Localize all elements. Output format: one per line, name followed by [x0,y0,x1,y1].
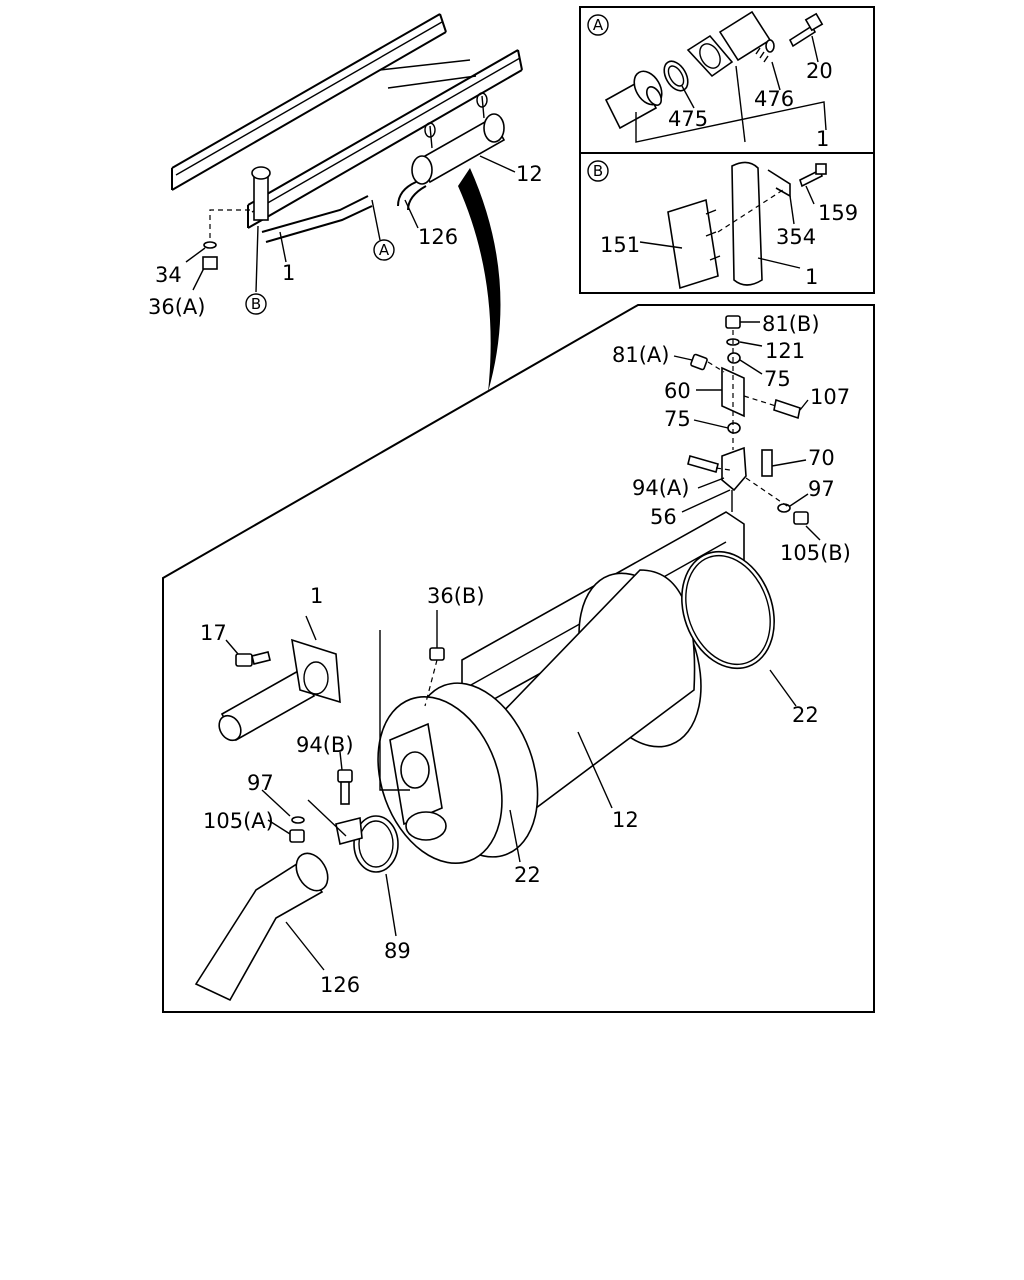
inset-b-drawing [639,161,827,290]
label-60: 60 [664,379,691,403]
callout-b-circle-inset [587,160,609,182]
label-89: 89 [384,939,411,963]
label-22-right: 22 [792,703,819,727]
label-inset-a-476: 476 [754,87,794,111]
label-75-upper: 75 [764,367,791,391]
label-75-lower: 75 [664,407,691,431]
label-17: 17 [200,621,227,645]
label-94b: 94(B) [296,733,354,757]
label-107: 107 [810,385,850,409]
label-22-lower: 22 [514,863,541,887]
inset-b-frame [579,152,875,294]
label-overview-12: 12 [516,162,543,186]
callout-b-overview: B [251,295,261,313]
label-105a: 105(A) [203,809,274,833]
detail-frame [162,304,875,1013]
label-overview-126: 126 [418,225,458,249]
label-81b: 81(B) [762,312,820,336]
label-overview-1: 1 [282,261,295,285]
callout-a-overview: A [379,241,390,259]
label-detail-1: 1 [310,584,323,608]
inset-a-drawing [604,10,827,143]
callout-a-inset: A [593,16,604,34]
label-inset-b-159: 159 [818,201,858,225]
label-inset-b-151: 151 [600,233,640,257]
label-70: 70 [808,446,835,470]
callout-a-circle-inset [587,14,609,36]
callout-a-circle-overview [373,239,395,261]
callout-b-inset: B [593,162,603,180]
label-56: 56 [650,505,677,529]
label-detail-126: 126 [320,973,360,997]
label-inset-b-354: 354 [776,225,816,249]
label-overview-36a: 36(A) [148,295,205,319]
label-detail-12: 12 [612,808,639,832]
label-121: 121 [765,339,805,363]
label-inset-a-1: 1 [816,127,829,151]
callout-b-circle-overview [245,293,267,315]
label-97-right: 97 [808,477,835,501]
label-inset-a-20: 20 [806,59,833,83]
label-overview-34: 34 [155,263,182,287]
label-81a: 81(A) [612,343,669,367]
detail-drawing [194,315,821,1002]
label-97-left: 97 [247,771,274,795]
label-inset-b-1: 1 [805,265,818,289]
label-inset-a-475: 475 [668,107,708,131]
label-94a: 94(A) [632,476,689,500]
overview-drawing [171,13,523,392]
label-36b: 36(B) [427,584,485,608]
label-105b: 105(B) [780,541,851,565]
